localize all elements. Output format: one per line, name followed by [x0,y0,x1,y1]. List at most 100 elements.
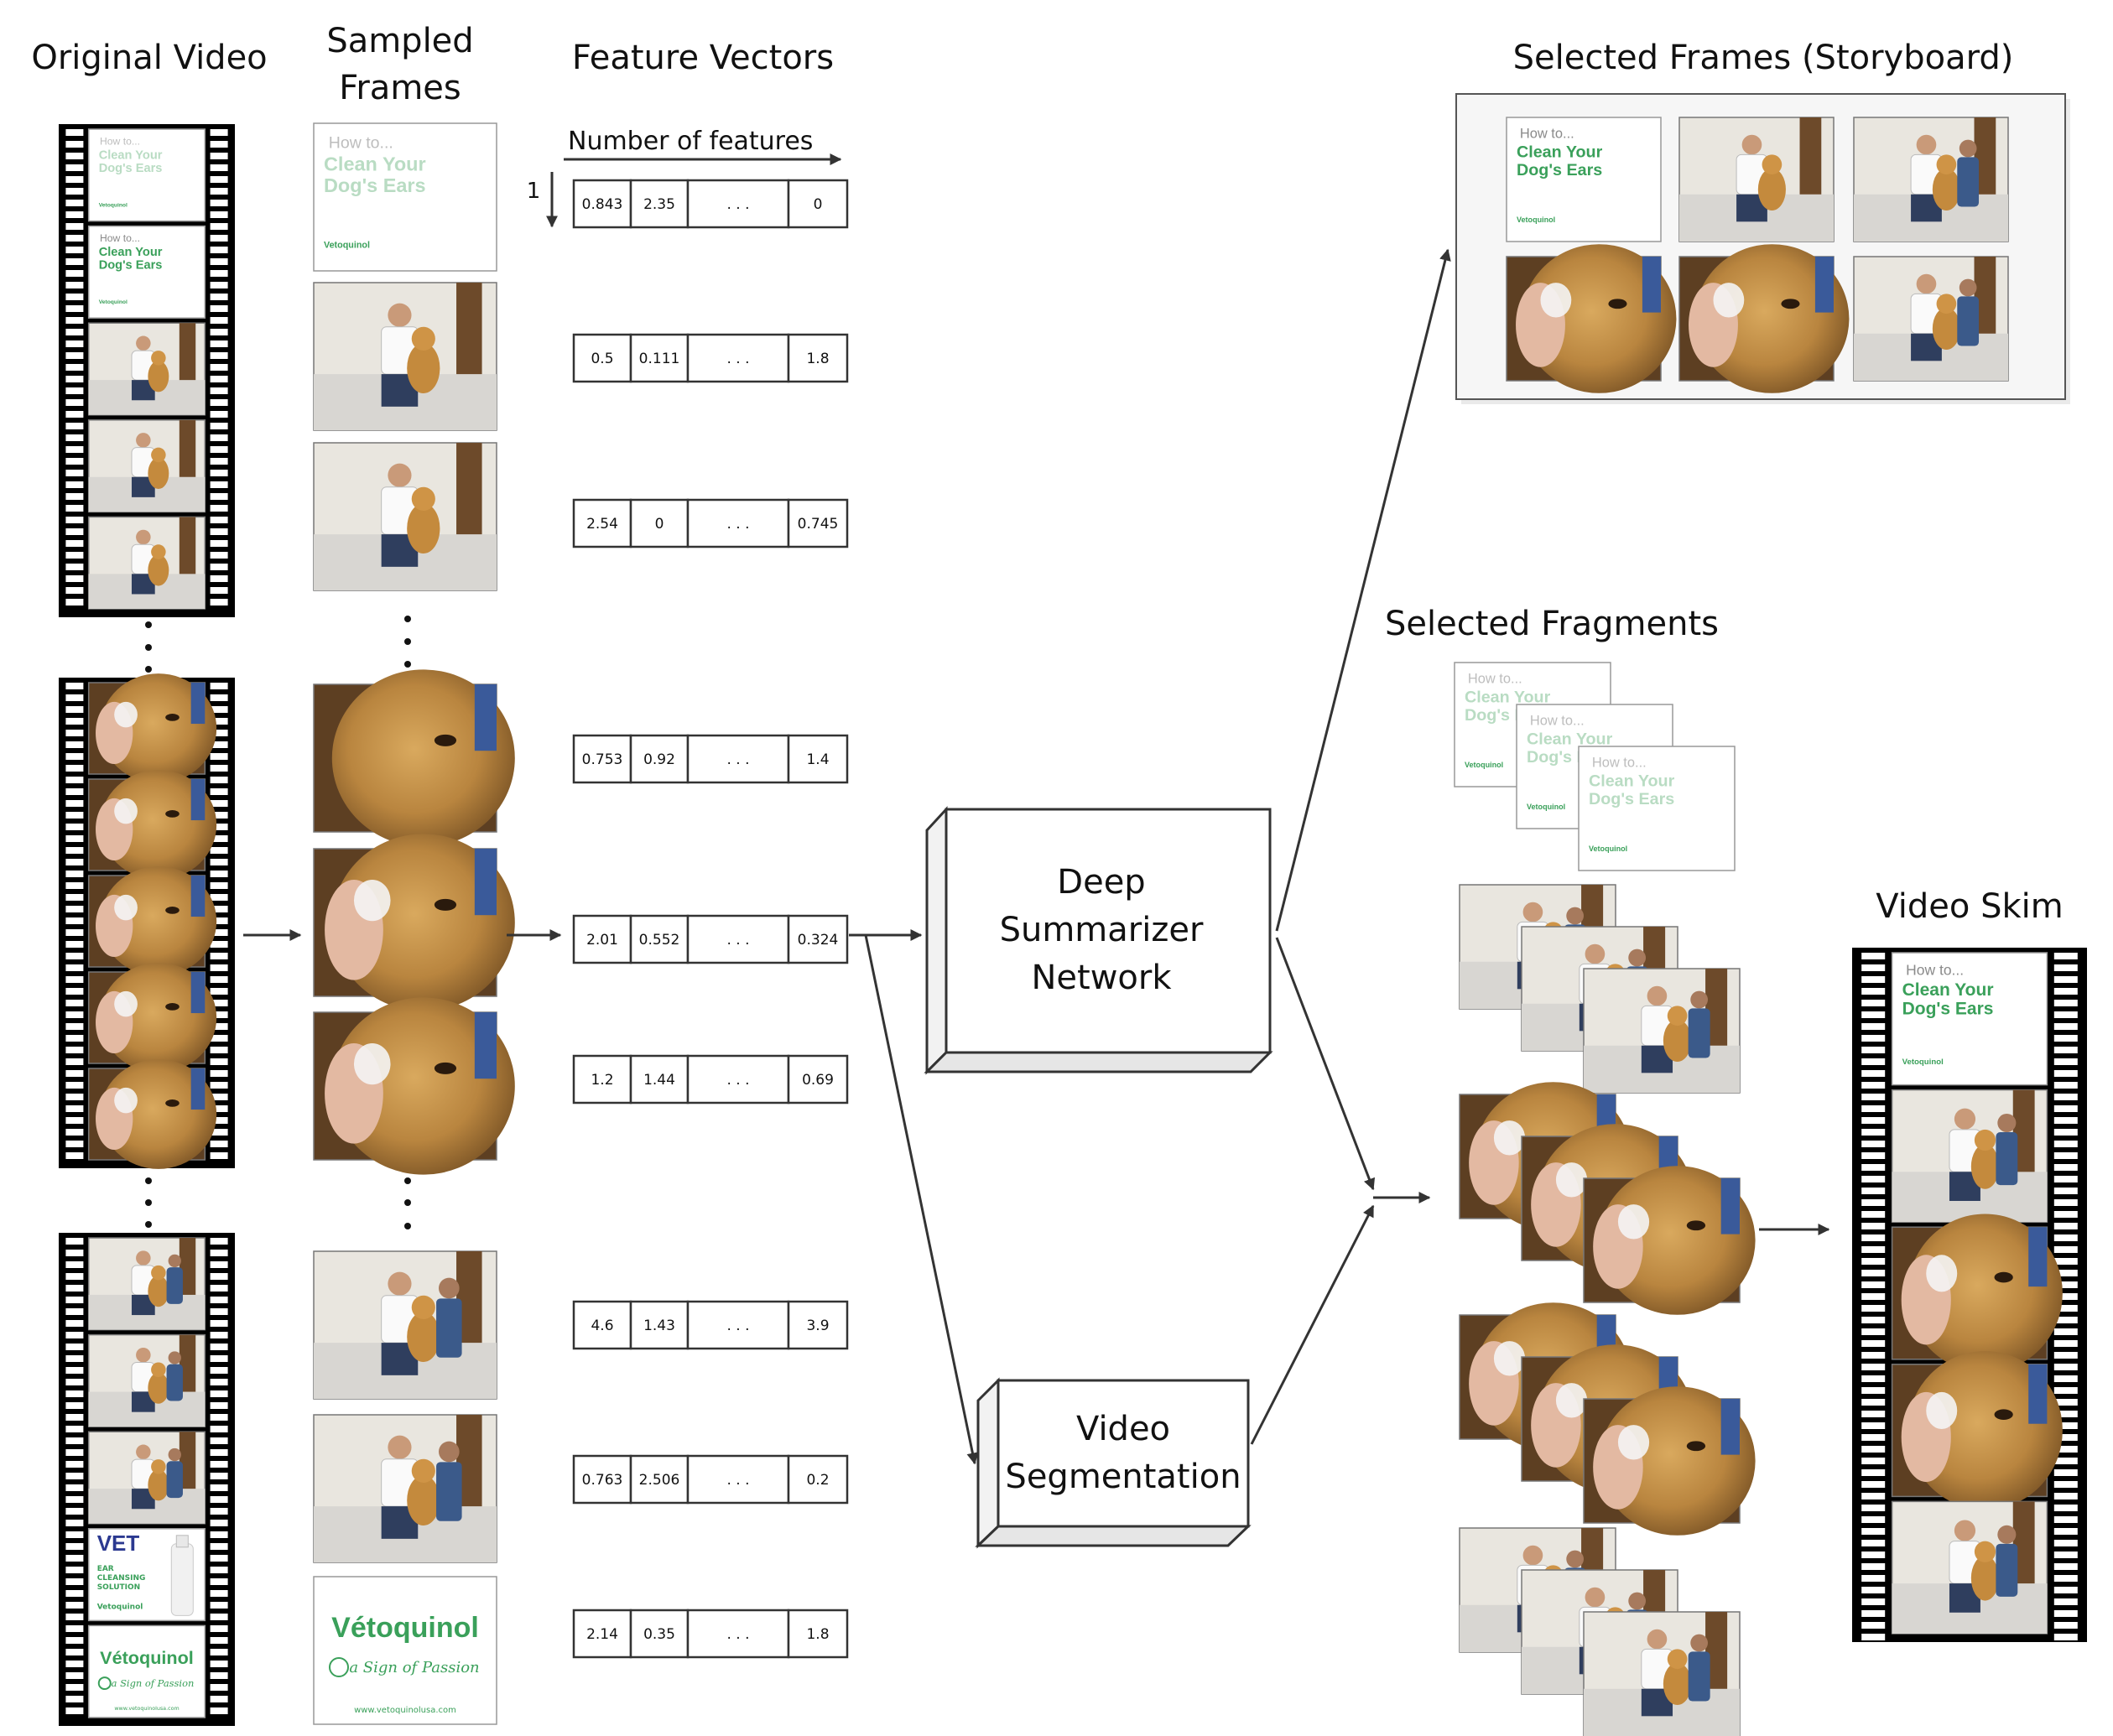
vet-card-sub3: SOLUTION [97,1583,141,1592]
left-film-a-frame-4 [87,419,206,513]
left-film-b-frame-4 [87,963,217,1073]
sampled-frames-ellipsis-2 [404,1177,411,1229]
left-film-a-frame-3 [87,322,206,416]
feature-ellipsis: . . . [726,932,749,949]
feature-value-2: 1.43 [643,1318,675,1334]
title-card-line2: Clean Your [1589,772,1675,791]
sampled-frame-6 [313,997,515,1175]
title-card-line2: Clean Your [1517,143,1603,162]
feature-value-last: 1.8 [806,351,829,367]
number-of-features-label: Number of features [568,127,813,156]
feature-value-last: 0.324 [798,932,839,949]
original-video-ellipsis-1 [145,621,152,673]
title-card-line3: Dog's Ears [99,162,163,175]
feature-value-1: 0.843 [582,196,623,213]
sampled-frame-4 [313,669,515,847]
end-card-url: www.vetoquinolusa.com [354,1706,456,1715]
feature-value-2: 0.552 [639,932,680,949]
end-card-brand: Vétoquinol [100,1647,194,1668]
skim-frame-4 [1891,1351,2063,1510]
sampled-frame-2 [313,282,497,431]
feature-value-1: 2.14 [586,1626,618,1643]
feature-value-1: 0.763 [582,1472,623,1489]
feature-ellipsis: . . . [726,1318,749,1334]
seg-label-line2: Segmentation [1005,1458,1241,1496]
dsn-label-line2: Summarizer [1000,911,1204,949]
sampled-frame-7 [313,1250,497,1400]
vet-card-sub1: EAR [97,1565,114,1573]
storyboard-frame-5 [1678,244,1850,393]
left-film-c-frame-1 [87,1237,206,1331]
feature-value-last: 1.8 [806,1626,829,1643]
storyboard-frame-2 [1678,117,1835,242]
feature-ellipsis: . . . [726,1472,749,1489]
vet-card-brand: Vetoquinol [97,1603,143,1611]
title-card-brand: Vetoquinol [1589,845,1627,853]
title-card-line1: How to... [1520,127,1574,142]
left-film-b-frame-3 [87,866,217,976]
title-card-line2: Clean Your [1902,980,1994,1000]
title-card-brand: Vetoquinol [324,241,370,251]
sampled-frames-header-line1: Sampled [326,22,473,60]
original-video-header: Original Video [31,39,267,77]
video-skim-header: Video Skim [1876,887,2063,926]
row-index-label: 1 [527,179,541,204]
feature-value-2: 0.35 [643,1626,675,1643]
feature-value-1: 1.2 [591,1072,613,1089]
storyboard-frame-3 [1853,117,2009,242]
title-card-line2: Clean Your [99,246,163,259]
arrow-dsn-to-storyboard [1275,248,1451,932]
title-card-line3: Dog's Ears [1902,1000,1994,1019]
title-card-brand: Vetoquinol [1902,1058,1944,1067]
arrow-features-to-models [849,929,979,1465]
original-video-ellipsis-2 [145,1177,152,1228]
skim-frame-3 [1891,1214,2063,1373]
vet-card-sub2: CLEANSING [97,1574,146,1583]
skim-frame-5 [1891,1500,2048,1635]
arrow-dsn-to-merge [1275,937,1376,1191]
title-card-line1: How to... [1592,756,1647,771]
title-card-brand: Vetoquinol [1465,761,1503,769]
feature-vector-9: 2.14 0.35 . . . 1.8 [572,1609,849,1659]
title-card-line1: How to... [329,133,393,152]
sampled-frames-header-line2: Frames [339,69,461,107]
video-segmentation-box: Video Segmentation [975,1377,1252,1549]
feature-value-2: 0.111 [639,351,680,367]
left-film-b-frame-2 [87,770,217,880]
sampled-frame-3 [313,442,497,591]
title-card-line3: Dog's Ears [1589,790,1674,808]
feature-value-last: 0.745 [798,516,839,533]
title-card-line2: Clean Your [1527,730,1613,749]
title-card-line2: Clean Your [324,153,426,175]
feature-value-1: 2.54 [586,516,618,533]
left-film-b-frame-5 [87,1059,217,1169]
feature-ellipsis: . . . [726,1626,749,1643]
end-card-url: www.vetoquinolusa.com [114,1706,179,1712]
selected-fragments-header: Selected Fragments [1385,605,1719,643]
vet-card-title: VET [97,1531,140,1556]
fragment-frame-3 [1583,1386,1756,1536]
feature-vectors-header: Feature Vectors [572,39,834,77]
title-card-brand: Vetoquinol [1517,216,1555,224]
title-card-line1: How to... [1468,672,1522,687]
sampled-frame-5 [313,834,515,1011]
feature-ellipsis: . . . [726,751,749,768]
feature-value-1: 0.753 [582,751,623,768]
feature-value-2: 1.44 [643,1072,675,1089]
storyboard-frame-6 [1853,256,2009,382]
storyboard-frame-4 [1506,244,1677,393]
title-card-line3: Dog's Ears [1517,161,1602,179]
arrow-seg-to-merge [1250,1204,1375,1445]
left-film-c-frame-3 [87,1431,206,1525]
